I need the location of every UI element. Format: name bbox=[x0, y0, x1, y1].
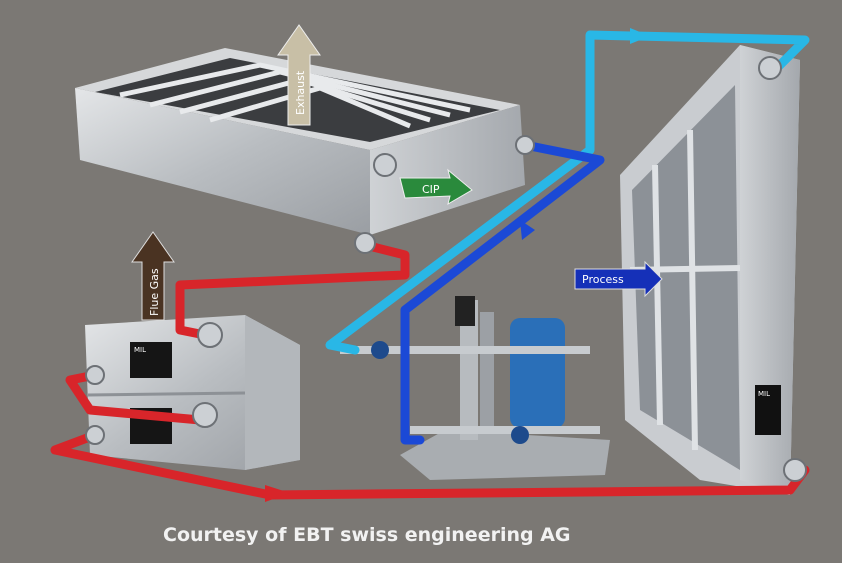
process-arrow: Process bbox=[574, 260, 663, 298]
exhaust-arrow: Exhaust bbox=[277, 24, 321, 126]
flue-gas-label: Flue Gas bbox=[148, 268, 161, 316]
flow-arrow-icon bbox=[630, 28, 650, 44]
cip-arrow: CIP bbox=[399, 168, 473, 206]
flanges bbox=[85, 56, 807, 482]
courtesy-caption: Courtesy of EBT swiss engineering AG bbox=[163, 524, 571, 546]
hot-pipe-left bbox=[65, 370, 205, 425]
process-label: Process bbox=[582, 273, 624, 286]
pump-skid bbox=[340, 296, 610, 480]
cip-pipe bbox=[325, 30, 810, 355]
flue-gas-arrow: Flue Gas bbox=[131, 231, 175, 321]
flow-arrow-icon bbox=[520, 220, 535, 240]
mil-logo-plate bbox=[755, 385, 781, 435]
cold-pipe bbox=[400, 140, 605, 445]
flue-pipe bbox=[175, 240, 410, 340]
mil-logo-text: MIL bbox=[758, 390, 770, 398]
process-air-exchanger: MIL bbox=[620, 45, 800, 495]
flow-arrow-icon bbox=[265, 485, 290, 502]
mil-logo-text: MIL bbox=[134, 346, 146, 354]
flue-gas-exchanger: MIL bbox=[85, 315, 300, 470]
cip-label: CIP bbox=[422, 183, 440, 196]
exhaust-label: Exhaust bbox=[294, 70, 307, 115]
